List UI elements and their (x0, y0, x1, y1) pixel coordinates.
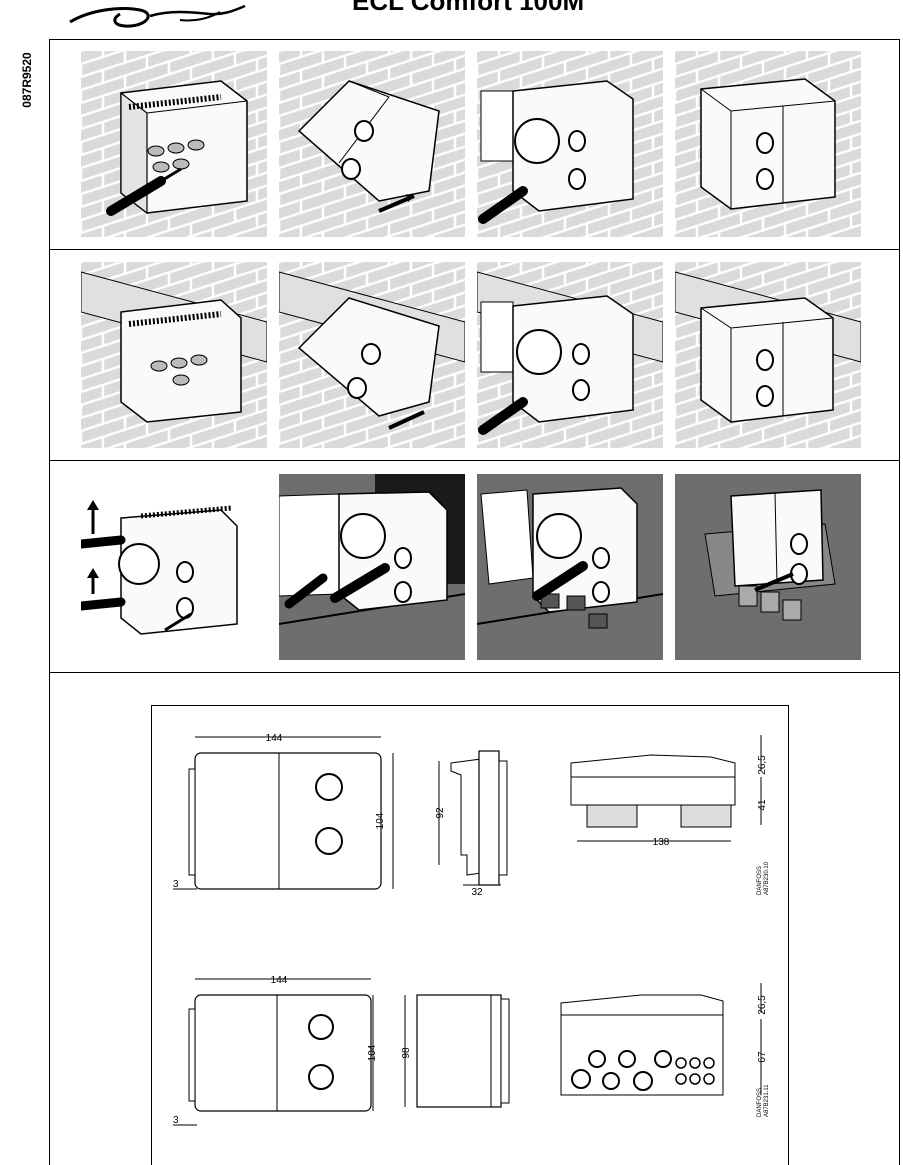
dim-wall-offset-top: 3 (173, 879, 179, 890)
step-2-attach-cover (279, 51, 465, 237)
document-title: ECL Comfort 100M (352, 0, 585, 16)
side-view-bottom (404, 994, 510, 1108)
step-11-fasten-panel (477, 474, 663, 660)
top-view-bottom (560, 983, 762, 1096)
step-3-fasten-screws (477, 51, 663, 237)
dim-front-height-top: 104 (375, 812, 386, 829)
dim-front-width-top: 144 (266, 733, 283, 744)
step-5-open-housing-rail (81, 262, 267, 448)
front-view-top (188, 736, 394, 890)
ref-code-top: A87B230.10 (764, 861, 770, 895)
ref-code-bottom: A87B231.11 (764, 1084, 770, 1117)
step-8-mounted-rail (675, 262, 861, 448)
dim-side-height-bottom: 98 (401, 1047, 412, 1059)
row-divider-3 (49, 672, 900, 673)
dim-top-width: 138 (653, 837, 670, 848)
ref-brand-bottom: DANFOSS (757, 1088, 763, 1117)
row-divider-1 (49, 249, 900, 250)
front-view-bottom (188, 978, 374, 1112)
dim-front-width-bottom: 144 (271, 975, 288, 986)
step-1-open-housing (81, 51, 267, 237)
ref-brand-top: DANFOSS (757, 866, 763, 895)
dim-wall-offset-bottom: 3 (173, 1115, 179, 1126)
danfoss-logo-icon (69, 4, 246, 28)
dim-front-height-bottom: 104 (367, 1044, 378, 1061)
document-code-text: 087R9520 (20, 52, 34, 108)
dim-side-depth-top: 32 (471, 887, 483, 898)
dim-bottom-depth: 67 (757, 1051, 768, 1063)
document-code: 087R9520 (14, 40, 40, 120)
dim-top-height-bottom: 26,5 (757, 995, 768, 1015)
step-12-attach-front (675, 474, 861, 660)
dim-side-height-top: 92 (435, 807, 446, 819)
step-9-panel-clips (81, 474, 267, 660)
step-4-mounted (675, 51, 861, 237)
row-divider-2 (49, 460, 900, 461)
step-10-insert-panel (279, 474, 465, 660)
side-view-top (438, 750, 508, 886)
dim-top-height-top: 26,5 (757, 755, 768, 775)
top-view-top (570, 735, 762, 842)
instruction-frame (49, 39, 900, 1165)
dim-top-depth-top: 41 (757, 799, 768, 811)
dimension-drawings: 144 104 3 92 32 138 26,5 41 DANFOSS A87B… (173, 733, 770, 1126)
dimension-drawing-frame (151, 705, 789, 1165)
step-7-fasten-screws-rail (477, 262, 663, 448)
step-6-attach-cover-rail (279, 262, 465, 448)
